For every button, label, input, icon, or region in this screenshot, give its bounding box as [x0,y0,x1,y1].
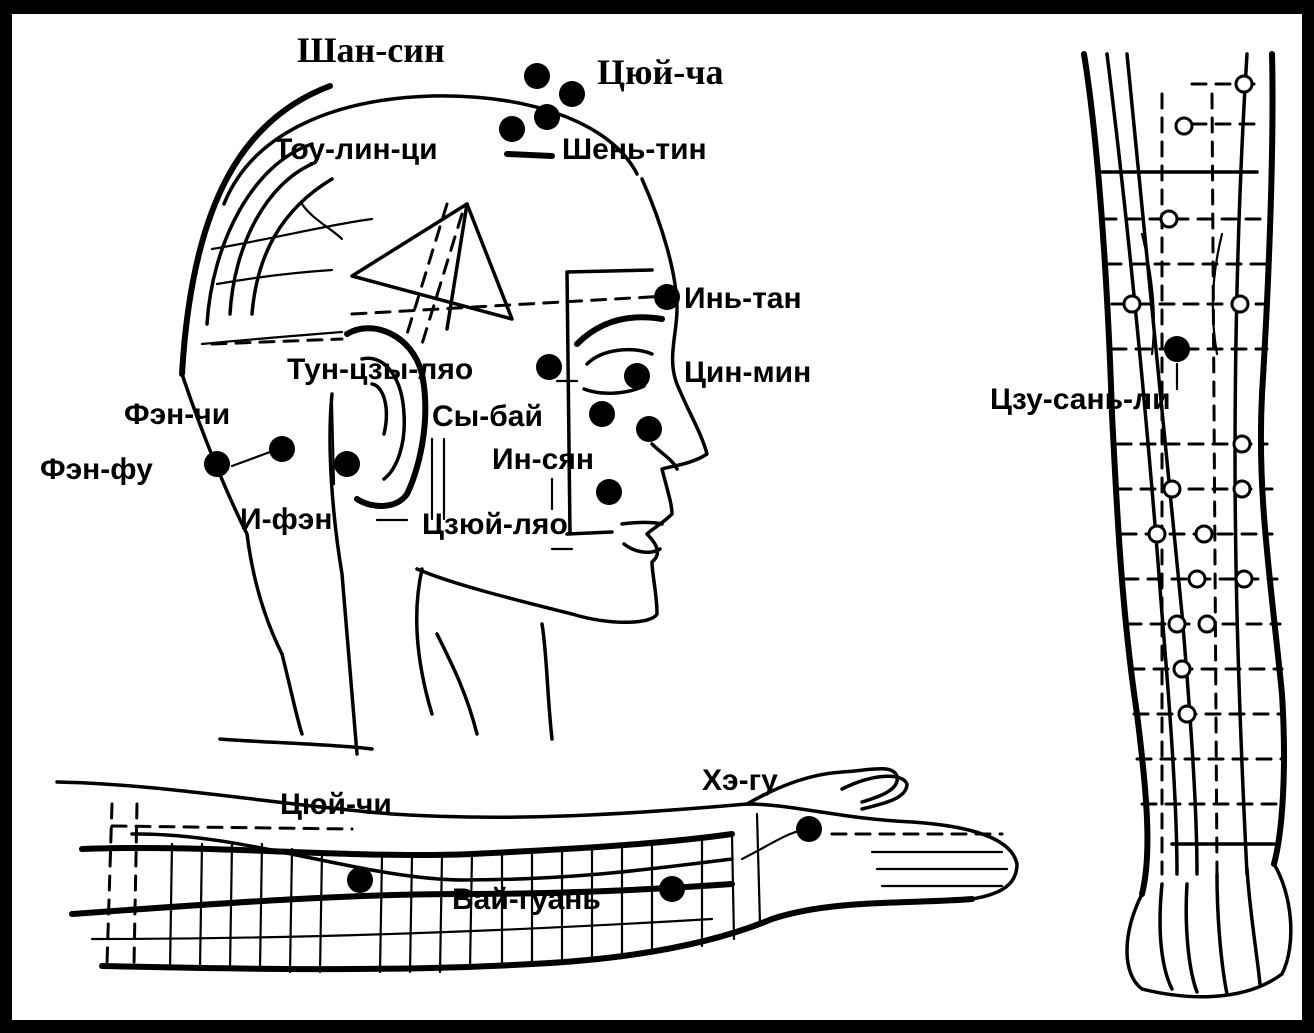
point-tsin-min [624,363,650,389]
point-tun-tszy-lyao [536,354,562,380]
label-tsyuy-chi: Цюй-чи [280,788,392,821]
eyebrow [577,317,662,344]
label-tszyuy-lyao: Цзюй-ляо [422,508,568,541]
diagram-drawing: Шан-син Цюй-ча Тоу-лин-ци Шень-тин Инь-т… [12,14,1302,1020]
label-tou-lin-tsi: Тоу-лин-ци [274,133,438,166]
label-tsyuy-cha: Цюй-ча [597,52,724,92]
point-shen-tin [534,104,560,130]
arm-figure [57,769,1017,972]
label-in-tan: Инь-тан [684,282,802,315]
point-i-fen [334,451,360,477]
point-in-tan [654,284,680,310]
point-in-syan [636,416,662,442]
point-shan-sin [524,63,550,89]
label-tszu-san-li: Цзу-сань-ли [990,383,1171,416]
point-tszyuy-lyao [596,479,622,505]
point-sy-bay [589,401,615,427]
label-i-fen: И-фэн [240,503,333,536]
point-tszu-san-li [1164,336,1190,362]
label-fen-chi: Фэн-чи [124,398,230,431]
label-tun-tszy-lyao: Тун-цзы-ляо [287,353,473,386]
foot [1127,864,1291,997]
label-vay-guan: Вай-гуань [452,883,601,916]
leg-figure [1084,54,1291,997]
point-tou-lin-tsi [499,116,525,142]
point-fen-fu [204,451,230,477]
label-sy-bay: Сы-бай [432,400,543,433]
point-vay-guan [659,876,685,902]
temple-triangle [352,204,512,319]
label-tsin-min: Цин-мин [684,356,811,389]
point-tsyuy-chi [347,867,373,893]
leg-outline-right [1261,54,1284,864]
point-he-gu [796,816,822,842]
label-shan-sin: Шан-син [297,30,445,70]
label-in-syan: Ин-сян [492,443,594,476]
label-he-gu: Хэ-гу [702,764,778,797]
acupuncture-diagram: Шан-син Цюй-ча Тоу-лин-ци Шень-тин Инь-т… [12,14,1302,1020]
point-tsyuy-cha [559,81,585,107]
label-fen-fu: Фэн-фу [40,453,153,486]
point-fen-chi [269,436,295,462]
label-shen-tin: Шень-тин [562,133,707,166]
